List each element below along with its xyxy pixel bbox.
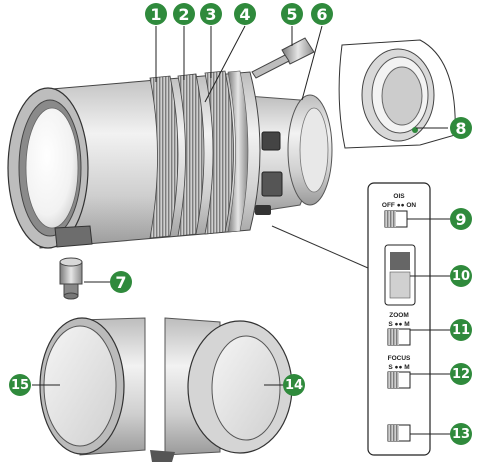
aperture-ring-grip — [204, 70, 234, 235]
tripod-collar-stub — [54, 225, 93, 248]
zoom-ring-grip — [177, 73, 205, 237]
callout-9: 9 — [450, 208, 472, 230]
callout-circle — [450, 423, 472, 445]
focus-options: S ●● M — [388, 364, 409, 371]
lens-front-glass — [25, 107, 79, 229]
callout-circle — [9, 374, 31, 396]
callout-10: 10 — [450, 265, 472, 287]
callout-circle — [281, 3, 303, 25]
callout-8: 8 — [450, 117, 472, 139]
pin-illustration — [251, 37, 315, 79]
callout-circle — [200, 3, 222, 25]
callout-circle — [450, 363, 472, 385]
callout-2: 2 — [173, 3, 195, 25]
callout-7: 7 — [110, 271, 132, 293]
callout-circle — [450, 117, 472, 139]
zoom-options: S ●● M — [388, 321, 409, 328]
callout-15: 15 — [9, 374, 31, 396]
callout-4: 4 — [234, 3, 256, 25]
callout-number: 1 — [150, 5, 161, 24]
leader-lines — [32, 25, 451, 435]
callout-circle — [311, 3, 333, 25]
callout-number: 10 — [452, 269, 470, 284]
callout-3: 3 — [200, 3, 222, 25]
lens-barrel — [39, 71, 261, 249]
callout-circle — [450, 319, 472, 341]
callout-circle — [283, 374, 305, 396]
focus-ring-grip — [149, 75, 179, 239]
callout-number: 4 — [239, 5, 250, 24]
focus-title: FOCUS — [388, 355, 411, 362]
callout-number: 11 — [452, 323, 470, 338]
callout-number: 3 — [205, 5, 216, 24]
callout-12: 12 — [450, 363, 472, 385]
callout-number: 9 — [455, 210, 466, 229]
front-cap-illustration — [39, 317, 146, 456]
ois-title: OIS — [393, 193, 405, 200]
lens-illustration — [7, 37, 333, 300]
callout-circle — [450, 208, 472, 230]
callout-number: 2 — [178, 5, 189, 24]
callout-number: 5 — [286, 5, 297, 24]
callout-number: 7 — [115, 273, 126, 292]
callout-6: 6 — [311, 3, 333, 25]
ois-options: OFF ●● ON — [382, 202, 417, 209]
lens-side-switch-3 — [255, 205, 271, 215]
tripod-screw-illustration — [59, 257, 83, 300]
lens-side-switch-1 — [261, 131, 281, 151]
callout-circle — [234, 3, 256, 25]
callout-number: 15 — [11, 378, 29, 393]
callout-circle — [450, 265, 472, 287]
callout-number: 12 — [452, 367, 470, 382]
lens-side-switch-2 — [261, 171, 283, 197]
zoom-title: ZOOM — [389, 312, 409, 319]
rear-cap-illustration — [150, 317, 293, 462]
callout-5: 5 — [281, 3, 303, 25]
switch-panel: OIS OFF ●● ON ZOOM S ●● M FOCUS S ●● M — [271, 182, 431, 456]
mount-inset — [338, 39, 456, 149]
callout-circle — [173, 3, 195, 25]
callout-number: 13 — [452, 427, 470, 442]
callout-1: 1 — [145, 3, 167, 25]
callout-13: 13 — [450, 423, 472, 445]
callout-circle — [145, 3, 167, 25]
callout-14: 14 — [283, 374, 305, 396]
callout-number: 14 — [285, 378, 303, 393]
callout-number: 8 — [455, 119, 466, 138]
callout-11: 11 — [450, 319, 472, 341]
callout-circle — [110, 271, 132, 293]
callout-number: 6 — [316, 5, 327, 24]
